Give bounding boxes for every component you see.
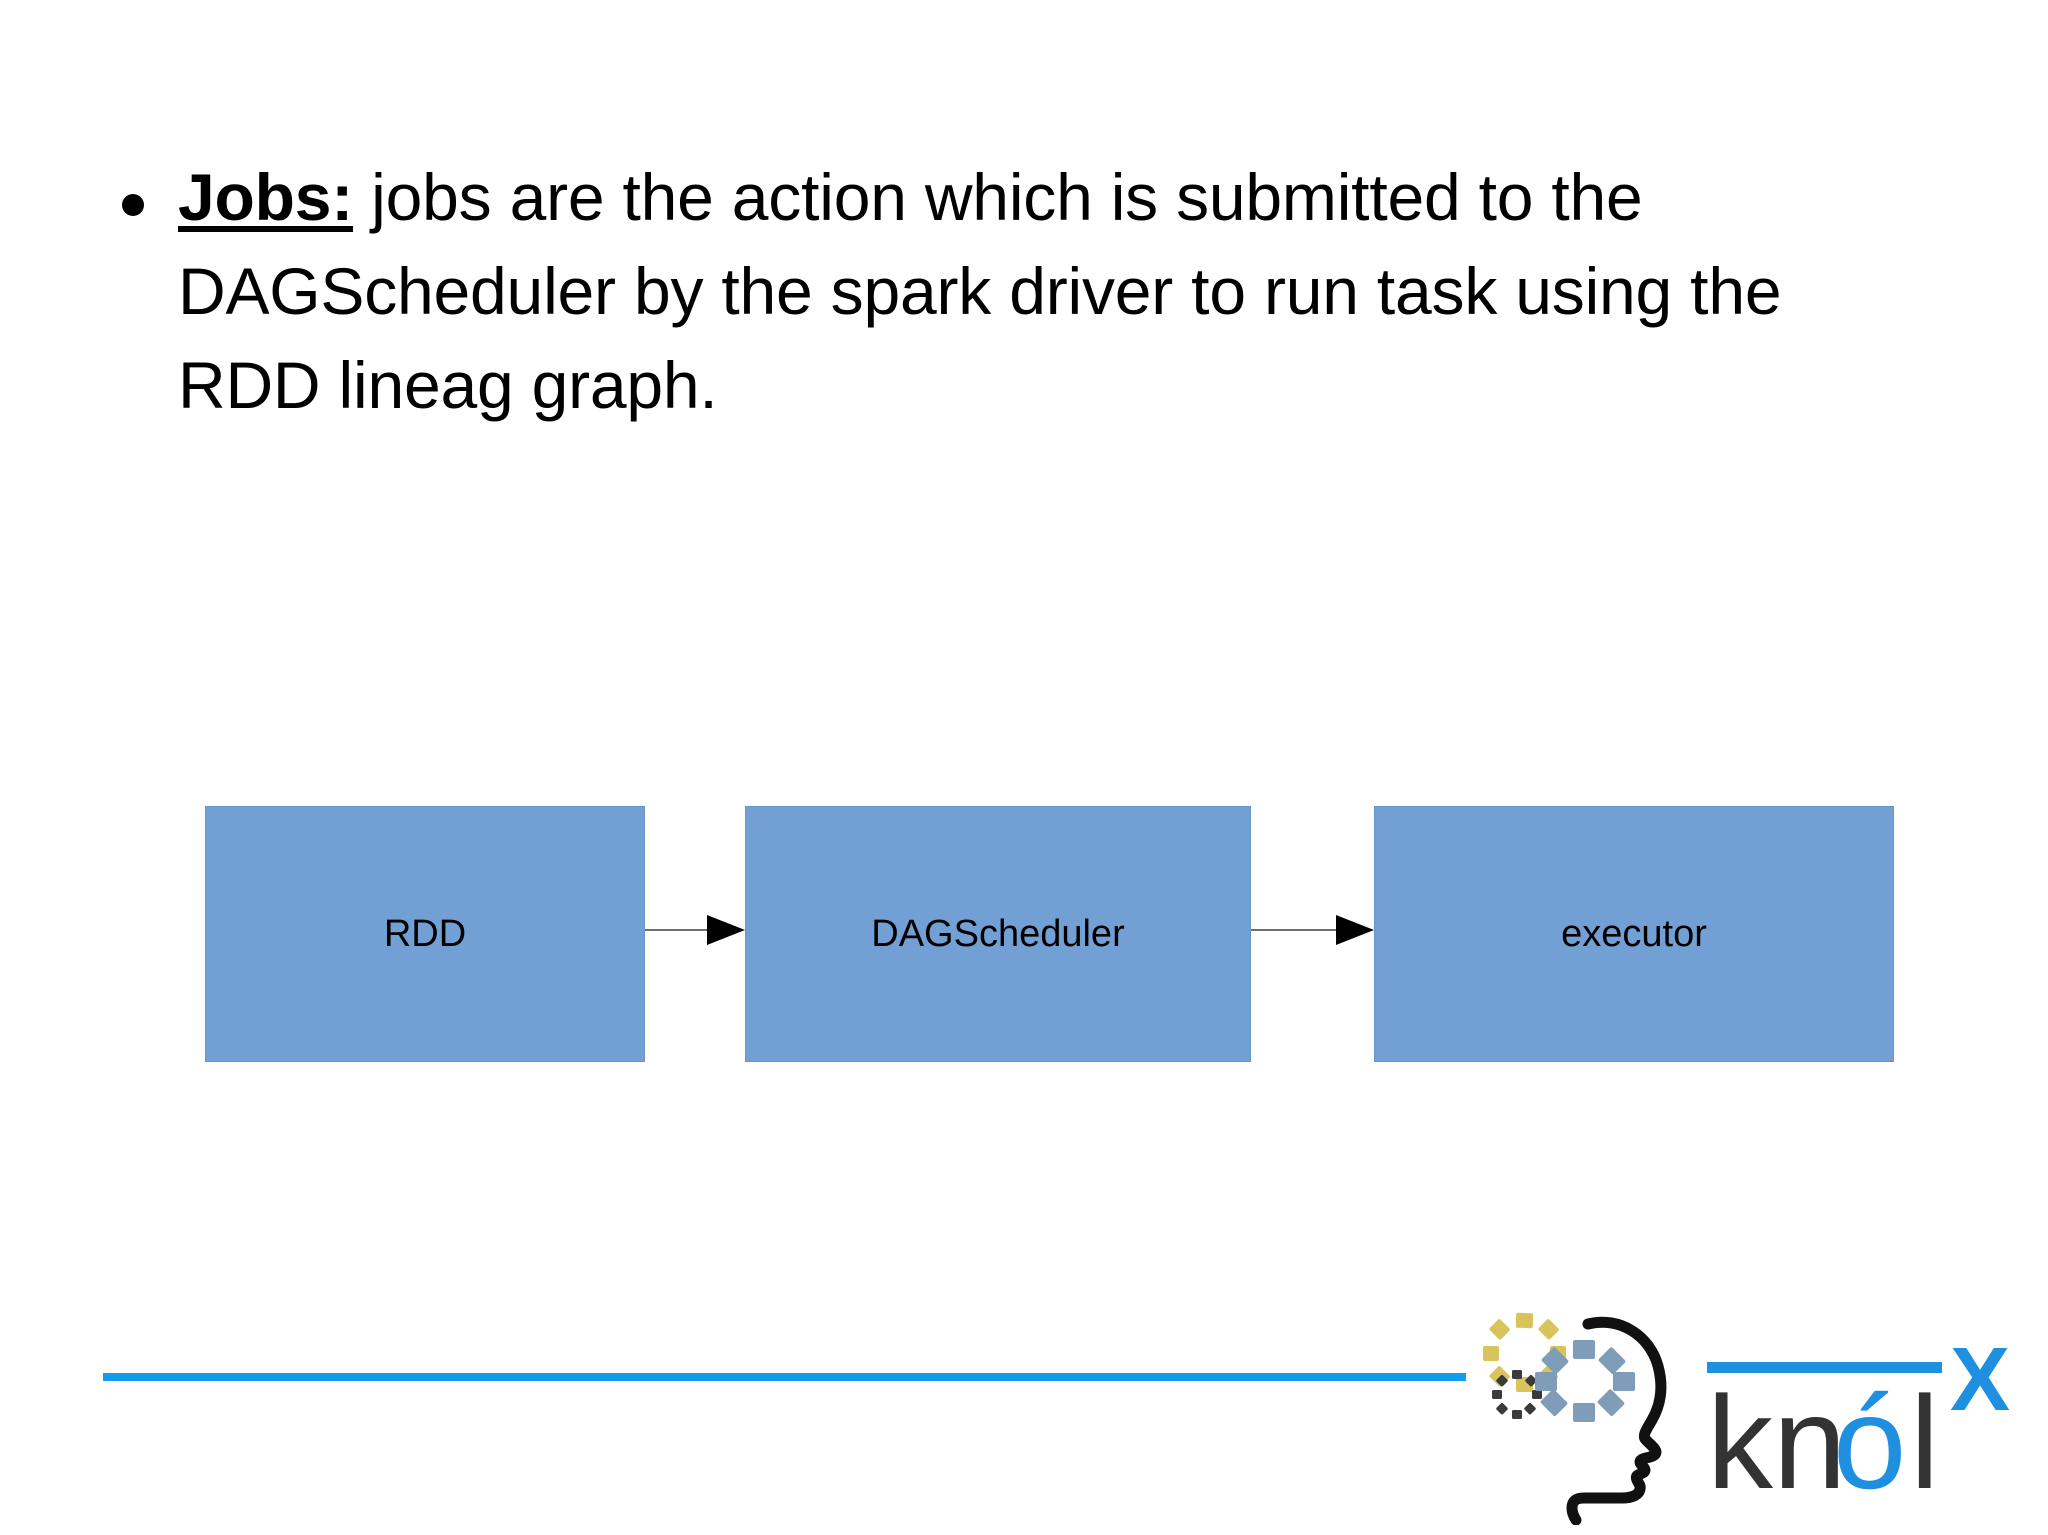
flow-arrow-rdd-to-dagscheduler	[645, 915, 745, 945]
wordmark-o-accent: ó	[1833, 1369, 1906, 1516]
flow-node-label: RDD	[383, 913, 467, 955]
flow-arrow-dagscheduler-to-executor	[1251, 915, 1374, 945]
bullet-text: Jobs: jobs are the action which is submi…	[178, 150, 1912, 432]
bullet-marker-icon	[122, 194, 144, 216]
wordmark-kn: kn	[1707, 1369, 1846, 1516]
flow-node-executor[interactable]: executor	[1374, 806, 1894, 1062]
flow-node-rdd[interactable]: RDD	[205, 806, 645, 1062]
knolx-wordmark: kn ó l X	[1707, 1330, 2010, 1516]
arrow-head-icon	[1336, 915, 1374, 945]
flow-node-label: executor	[1561, 913, 1707, 955]
bullet-body-text: jobs are the action which is submitted t…	[178, 160, 1782, 422]
footer-divider	[103, 1373, 1466, 1381]
bullet-lead-label: Jobs:	[178, 160, 354, 234]
flow-node-label: DAGScheduler	[871, 913, 1125, 955]
arrow-shaft	[645, 929, 715, 931]
arrow-head-icon	[707, 915, 745, 945]
knolx-head-gear-icon	[1483, 1312, 1667, 1525]
bullet-paragraph: Jobs: jobs are the action which is submi…	[122, 150, 1912, 432]
arrow-shaft	[1251, 929, 1341, 931]
head-profile-icon	[1566, 1316, 1667, 1525]
knolx-logo: kn ó l X	[1480, 1310, 2040, 1535]
gear-blue-icon	[1535, 1340, 1635, 1422]
wordmark-l: l	[1910, 1369, 1939, 1516]
wordmark-x-superscript: X	[1950, 1330, 2010, 1430]
flow-node-dagscheduler[interactable]: DAGScheduler	[745, 806, 1251, 1062]
wordmark-rule	[1707, 1362, 1942, 1373]
gear-dark-icon	[1492, 1370, 1542, 1419]
